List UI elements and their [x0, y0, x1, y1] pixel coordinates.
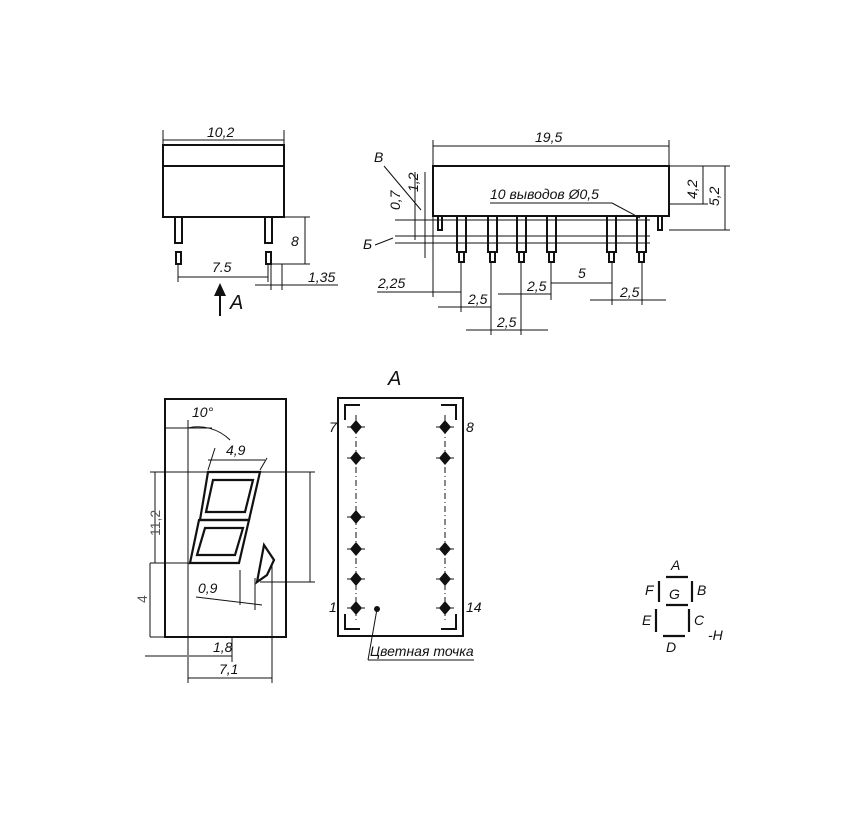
dim-2-5-d: 2,5: [619, 284, 640, 300]
dim-2-5-c: 2,5: [526, 278, 547, 294]
dim-0-7: 0,7: [387, 189, 403, 210]
pin-label-7: 7: [329, 419, 338, 435]
dim-5-2: 5,2: [706, 186, 722, 206]
side-view: 10,2 8 7.5 1,35 A: [162, 124, 338, 316]
view-a-right-pins: [436, 420, 454, 615]
pin-3: [516, 215, 527, 263]
seg-h: -H: [708, 627, 724, 643]
front-length-view: 19,5 4,2 5,2 10 выводов Ø0,5 В Б 0,7 1,2: [363, 129, 730, 335]
dim-19-5: 19,5: [535, 129, 562, 145]
seg-f: F: [645, 582, 655, 598]
dim-angle: 10°: [192, 404, 214, 420]
side-view-pin-left: [174, 216, 183, 244]
dim-2-5-b: 2,5: [496, 314, 517, 330]
dim-2-5-a: 2,5: [467, 291, 488, 307]
dim-1-2: 1,2: [405, 172, 421, 192]
pin-1: [456, 215, 467, 263]
dim-8: 8: [291, 233, 299, 249]
seg-e: E: [642, 612, 652, 628]
view-a-body: [337, 397, 464, 637]
face-view: 10° 4,9 11,2 4 0,9 1,8 7,1: [134, 398, 315, 683]
dim-10-2: 10,2: [207, 124, 234, 140]
view-a: A Цветная точка: [329, 368, 482, 661]
digit-lower-outer: [188, 518, 251, 565]
dim-1-35: 1,35: [308, 269, 335, 285]
dim-4: 4: [134, 595, 150, 603]
face-view-body: [164, 398, 287, 638]
dim-7-5: 7.5: [212, 259, 232, 275]
side-view-pin-right: [264, 216, 273, 244]
dim-7-1: 7,1: [219, 661, 238, 677]
label-b: Б: [363, 236, 372, 252]
dim-4-2: 4,2: [684, 179, 700, 199]
seg-d: D: [666, 639, 676, 655]
seg-b: B: [697, 582, 706, 598]
segment-legend: A B C D E F G -H: [642, 557, 724, 655]
seg-a: A: [670, 557, 680, 573]
pin-2: [487, 215, 498, 263]
label-v: В: [374, 149, 383, 165]
pin-5: [606, 215, 617, 263]
seg-c: C: [694, 612, 705, 628]
view-a-title: A: [387, 368, 401, 390]
color-dot-note: Цветная точка: [370, 643, 474, 659]
dim-0-9: 0,9: [198, 580, 218, 596]
pins-note: 10 выводов Ø0,5: [490, 186, 599, 202]
digit-upper-inner: [204, 478, 255, 514]
pin-4: [546, 215, 557, 263]
dim-4-9: 4,9: [226, 442, 246, 458]
view-a-left-pins: [347, 420, 365, 615]
dim-1-8: 1,8: [213, 639, 233, 655]
pin-label-14: 14: [466, 599, 482, 615]
pin-label-8: 8: [466, 419, 474, 435]
decimal-point: [255, 542, 276, 585]
digit-lower-inner: [195, 526, 245, 557]
side-view-body: [162, 144, 285, 218]
dim-11-2: 11,2: [147, 510, 163, 536]
pin-label-1: 1: [329, 599, 337, 615]
dim-2-25: 2,25: [377, 275, 405, 291]
seg-g: G: [669, 586, 680, 602]
pin-6: [636, 215, 647, 263]
view-arrow-label: A: [229, 292, 243, 314]
pin-row: [456, 215, 647, 263]
dim-5: 5: [578, 265, 586, 281]
